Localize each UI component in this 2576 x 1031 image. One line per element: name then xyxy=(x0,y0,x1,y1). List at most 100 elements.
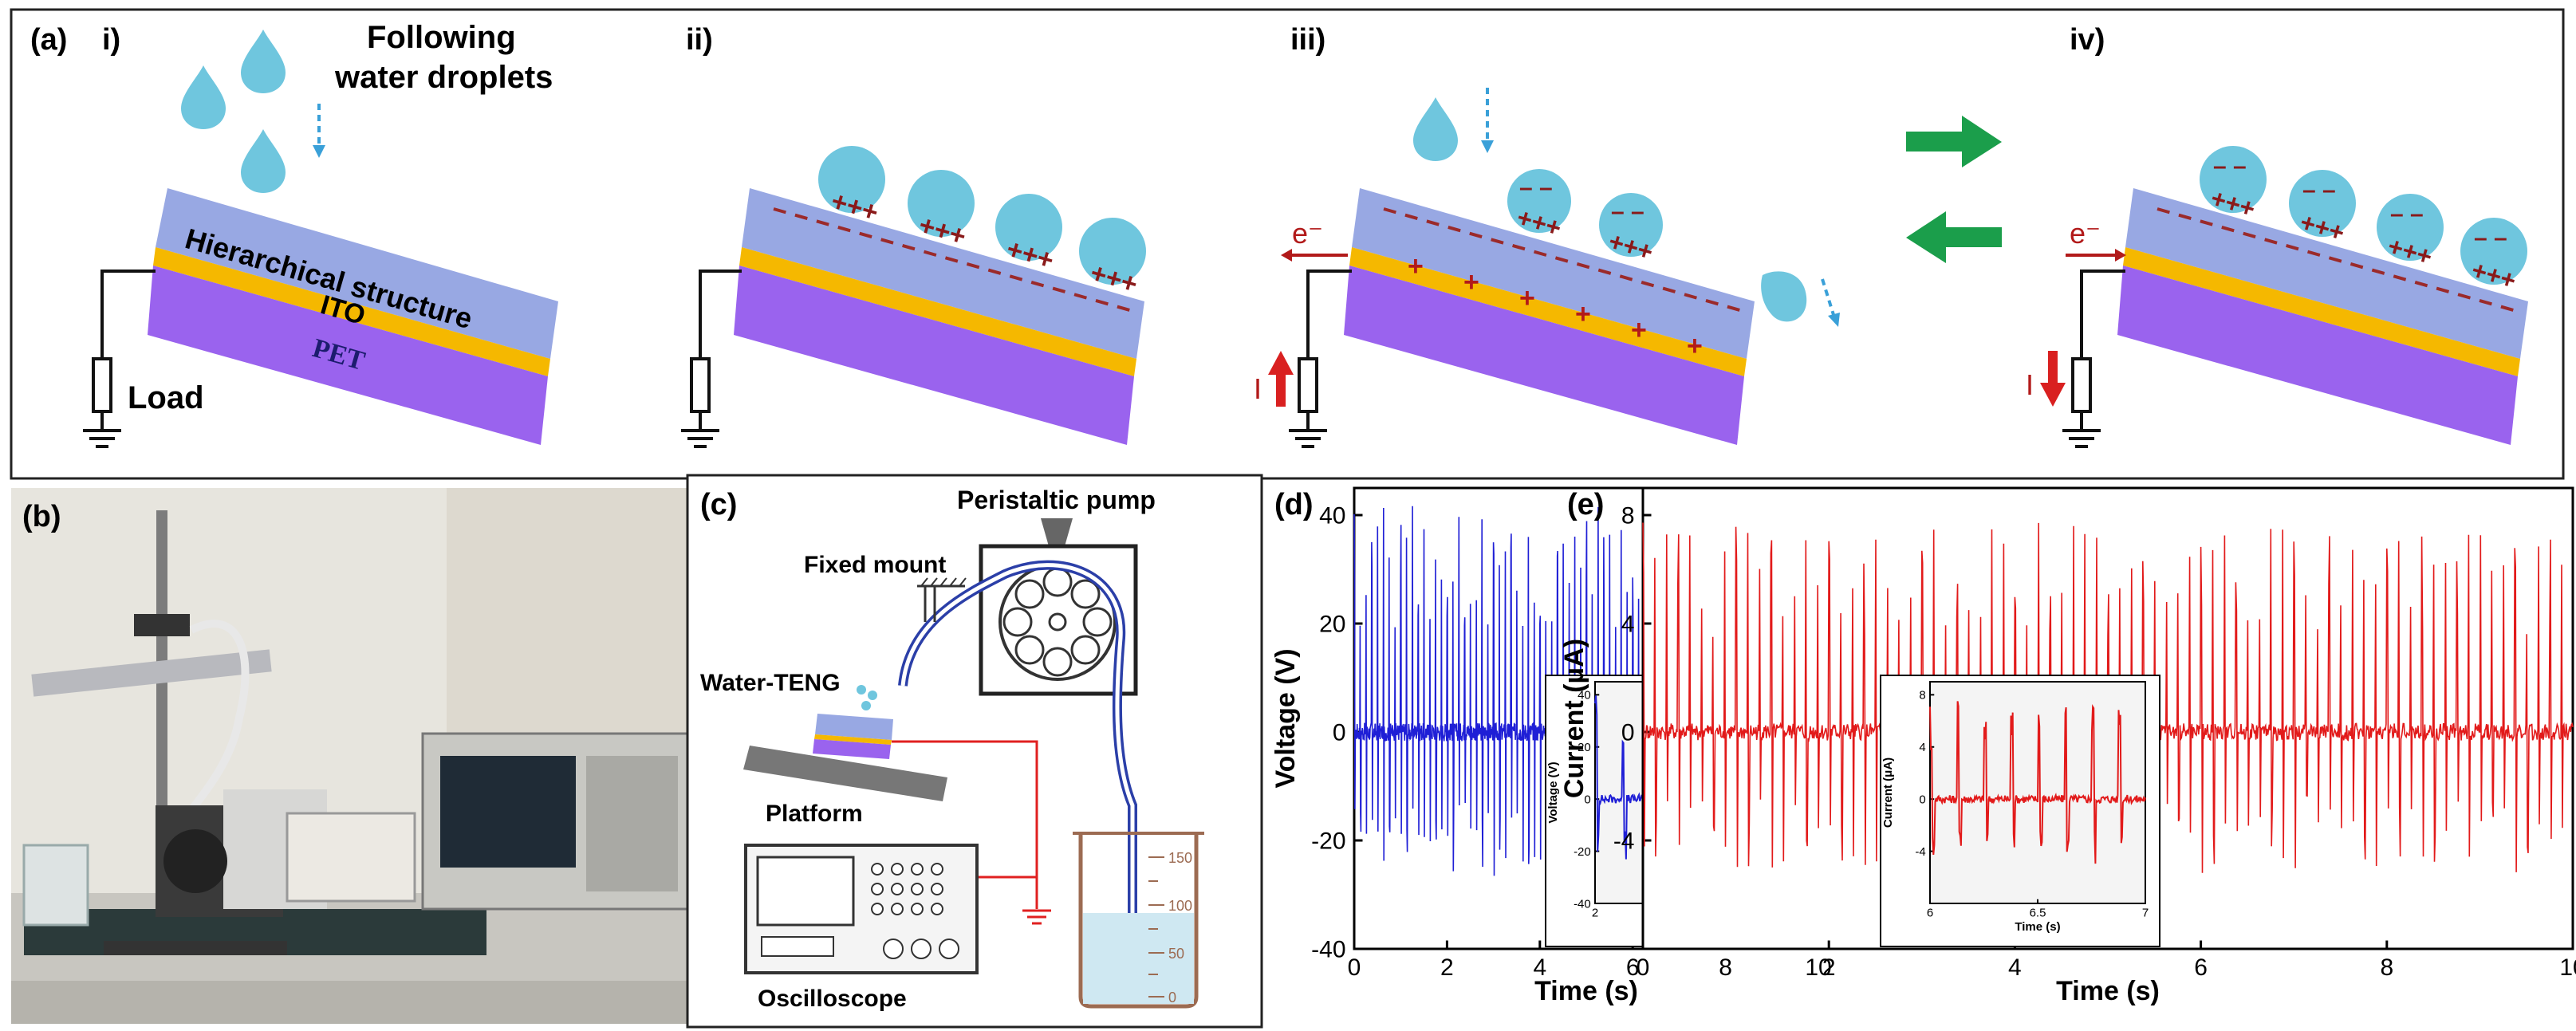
signal-wire xyxy=(892,740,1038,879)
droplet-on-surface xyxy=(995,194,1062,261)
wire xyxy=(1306,270,1352,359)
main-x-tick-label: 0 xyxy=(1348,954,1361,981)
main-y-tick-label: -20 xyxy=(1311,828,1345,855)
y-axis-label: Current (μA) xyxy=(1559,639,1589,798)
current-up-arrow xyxy=(1268,351,1294,407)
negative-on-droplet: – – xyxy=(2302,177,2336,203)
platform-label: Platform xyxy=(766,801,863,827)
panel-d-label: (d) xyxy=(1274,488,1314,521)
negative-on-droplet: – – xyxy=(2474,225,2507,251)
falling-drops xyxy=(857,685,877,710)
rotor-hub xyxy=(1048,612,1067,632)
meter xyxy=(286,812,416,903)
main-x-tick-label: 10 xyxy=(2559,954,2576,981)
cycle-arrows xyxy=(1906,116,2002,263)
beaker-tick-label: 100 xyxy=(1168,898,1192,914)
inset-y-tick-label: 4 xyxy=(1919,741,1925,754)
inset-x-tick-label: 2 xyxy=(1592,907,1598,920)
droplet-on-surface xyxy=(2289,170,2356,237)
main-x-tick-label: 2 xyxy=(1822,954,1836,981)
main-y-tick-label: 4 xyxy=(1621,612,1635,638)
electron-label: e⁻ xyxy=(1292,217,1323,250)
following-text-1: Following xyxy=(367,20,516,55)
negative-on-droplet: – – xyxy=(1611,199,1644,225)
teng-pet xyxy=(813,739,891,759)
droplet-on-surface xyxy=(2200,146,2267,213)
droplet-on-surface xyxy=(1599,193,1663,257)
ground-icon xyxy=(1022,909,1051,925)
layer-pet xyxy=(1344,266,1744,445)
layer-pet xyxy=(148,266,548,445)
electron-arrowhead xyxy=(2115,249,2126,262)
main-y-tick-label: 8 xyxy=(1621,503,1635,529)
ground-icon xyxy=(2062,411,2101,448)
forward-arrow-icon xyxy=(1906,116,2002,167)
backward-arrow-icon xyxy=(1906,211,2002,263)
mount-hatch xyxy=(920,577,967,587)
load-resistor xyxy=(2071,357,2092,413)
platform-slab xyxy=(743,746,947,801)
following-text-2: water droplets xyxy=(334,60,553,95)
negative-on-droplet: – – xyxy=(2213,153,2247,179)
teng-label: Water-TENG xyxy=(700,670,841,696)
current-down-arrow xyxy=(2040,351,2066,407)
step-iii: iii) – – – – +++ +++ +++ +++ e⁻ xyxy=(1254,23,1840,448)
svg-text:+: + xyxy=(1519,283,1535,313)
beaker-tick-label: 0 xyxy=(1168,990,1176,1005)
clamp xyxy=(134,614,190,636)
main-x-tick-label: 10 xyxy=(1805,954,1831,981)
layer-ito xyxy=(739,247,1136,376)
current-label: I xyxy=(1254,372,1262,405)
panel-a-label: (a) xyxy=(30,23,67,57)
scope-label: Oscilloscope xyxy=(758,986,907,1012)
main-y-tick-label: 0 xyxy=(1333,720,1346,746)
main-x-tick-label: 4 xyxy=(1533,954,1546,981)
wire xyxy=(100,270,156,359)
falling-arrowhead xyxy=(313,145,325,158)
wire xyxy=(2080,270,2125,359)
inset-y-tick-label: -4 xyxy=(1915,845,1925,859)
pump-tube-inner xyxy=(900,563,1135,981)
beaker-tick-label: 50 xyxy=(1168,946,1184,962)
main-x-tick-label: 6 xyxy=(1626,954,1640,981)
svg-text:+: + xyxy=(1575,299,1591,329)
scope-drive xyxy=(761,936,834,957)
main-x-tick-label: 8 xyxy=(2380,954,2393,981)
negative-charges xyxy=(2157,207,2517,313)
droplet-on-surface xyxy=(2460,218,2527,285)
electron-label: e⁻ xyxy=(2070,217,2101,250)
main-y-tick-label: 40 xyxy=(1319,503,1345,529)
step-iv-label: iv) xyxy=(2070,23,2105,57)
inset-y-tick-label: 0 xyxy=(1919,793,1925,806)
step-i: i) Following water droplets Hierarchical… xyxy=(83,20,558,448)
inset-y-tick-label: 40 xyxy=(1578,689,1591,702)
droplet-on-surface xyxy=(1079,218,1146,285)
ground-icon xyxy=(1289,411,1327,448)
main-x-tick-label: 0 xyxy=(1637,954,1650,981)
negative-on-droplet: – – xyxy=(2390,201,2424,227)
step-ii-label: ii) xyxy=(686,23,713,57)
load-resistor xyxy=(690,357,711,413)
step-iv: iv) – – – – – – – – +++ +++ +++ +++ e⁻ I xyxy=(2026,23,2528,448)
inset-y-tick-label: -40 xyxy=(1574,897,1591,911)
main-x-tick-label: 2 xyxy=(1440,954,1454,981)
inset-y-tick-label: 20 xyxy=(1578,741,1591,754)
droplet-on-surface xyxy=(1507,169,1571,233)
inset-x-tick-label: 6.5 xyxy=(2030,907,2046,920)
tube xyxy=(179,620,250,824)
inset-y-tick-label: 8 xyxy=(1919,689,1925,702)
beaker-water xyxy=(1083,913,1194,1004)
main-y-tick-label: -4 xyxy=(1613,828,1635,855)
wire xyxy=(699,270,742,359)
beaker xyxy=(22,844,89,927)
inset-y-axis-label: Voltage (V) xyxy=(1546,761,1560,823)
layer-ito xyxy=(1349,247,1747,376)
droplet-on-surface xyxy=(818,146,885,213)
x-axis-label: Time (s) xyxy=(1534,976,1638,1006)
svg-text:+: + xyxy=(1631,315,1647,345)
panel-e-label: (e) xyxy=(1567,488,1604,521)
panel-c-label: (c) xyxy=(700,488,737,521)
panel-b-label: (b) xyxy=(22,500,61,533)
inset-y-tick-label: -20 xyxy=(1574,845,1591,859)
